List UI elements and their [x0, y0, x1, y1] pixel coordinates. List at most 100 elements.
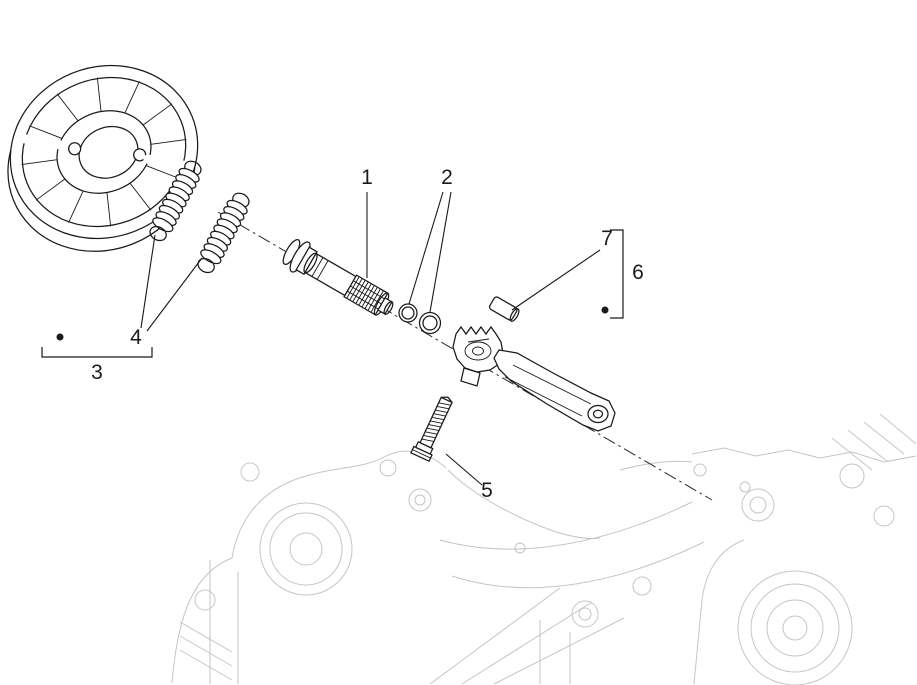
spring-coil: [152, 217, 174, 233]
spring-hook: [197, 257, 215, 274]
oring-inner: [401, 306, 415, 320]
bolt-hole: [873, 505, 895, 527]
bolt-head-line: [412, 449, 431, 459]
shoe-central-opening: [78, 125, 139, 179]
pin-drawing: [488, 296, 520, 322]
return-spring-drawing: [197, 192, 250, 274]
callout-3: 3: [41, 333, 153, 384]
boss-bore-inner: [472, 346, 484, 356]
bolt-tip: [441, 396, 453, 403]
bolt-hole: [749, 496, 767, 514]
callout-5-leader: [445, 453, 483, 486]
callout-6-bracket: [610, 229, 624, 319]
callout-7: 7: [511, 227, 613, 311]
pivot-seat-hole: [68, 142, 82, 156]
lever-lower-edge: [504, 376, 583, 417]
spring-hook: [149, 225, 167, 242]
shoe-gap: [16, 133, 65, 150]
oring-drawing: [398, 303, 442, 335]
bolt-hole: [839, 463, 865, 489]
bolt-threads: [421, 402, 451, 442]
boss-clamp-slot: [467, 338, 490, 343]
bolt-hole: [194, 589, 216, 611]
callout-2-label: 2: [441, 166, 453, 189]
case-ribs: [429, 587, 625, 685]
pin-body: [488, 296, 518, 321]
shoe-gap: [143, 154, 192, 171]
case-edge-mid: [447, 469, 601, 539]
hub-boss: [782, 615, 808, 641]
shoe-lining-band: [21, 76, 187, 228]
cam-spline-knurl: [346, 276, 385, 313]
callout-7-leader: [511, 249, 601, 311]
bolt-hole: [578, 607, 592, 621]
bolt-hole: [408, 488, 432, 512]
callout-4-leader: [140, 234, 156, 329]
lever-end-eye-hole: [592, 409, 604, 419]
case-curve-top: [619, 460, 693, 471]
hub-boss: [737, 570, 853, 685]
case-edge-right: [691, 447, 917, 463]
return-spring-drawing: [149, 160, 202, 242]
bolt-hole: [739, 481, 751, 493]
cam-seat-hole: [133, 148, 147, 162]
spring-coil: [162, 198, 184, 214]
bolt-hole: [514, 542, 526, 554]
callout-4: 4: [130, 234, 203, 349]
callout-3-dot: [56, 333, 64, 341]
cam-shaft-cap: [303, 252, 318, 274]
callout-5-label: 5: [481, 479, 493, 502]
parts-illustration: 1 2 3 4 5 6 7: [7, 64, 713, 502]
clamp-tab: [460, 367, 481, 387]
bolt-hole: [741, 488, 775, 522]
hub-boss: [750, 583, 840, 673]
callout-7-label: 7: [601, 227, 613, 250]
bolt-hole: [571, 600, 599, 628]
case-ribs-left: [179, 621, 233, 681]
lever-end-eye: [587, 404, 609, 424]
cam-steps: [311, 257, 329, 280]
lever-ridge: [512, 364, 592, 405]
bolt-hole: [240, 462, 260, 482]
case-curve: [451, 541, 705, 589]
callout-1: 1: [361, 166, 373, 278]
bolt-shank: [419, 396, 453, 449]
brake-lever-drawing: [452, 325, 616, 432]
callout-6-dot: [601, 306, 609, 314]
lever-serrated-boss: [452, 325, 504, 373]
oring-inner: [422, 315, 438, 331]
cam-tip: [377, 297, 393, 315]
bearing-boss: [289, 532, 323, 566]
callout-2-leader: [429, 191, 452, 313]
bolt-hole: [414, 494, 426, 506]
cooling-fins: [831, 413, 917, 471]
bearing-boss: [269, 512, 343, 586]
callout-3-bracket: [41, 347, 153, 358]
brake-camshaft-drawing: [282, 238, 394, 316]
callout-5: 5: [445, 453, 493, 502]
spring-coil: [175, 174, 197, 189]
callout-2: 2: [408, 166, 453, 313]
clamp-bolt-drawing: [410, 396, 453, 463]
spring-coil: [168, 186, 190, 202]
callout-3-label: 3: [91, 361, 103, 384]
case-verticals: [209, 560, 571, 684]
pin-end-cap: [509, 308, 520, 322]
callout-4-leader: [146, 257, 203, 332]
callout-6-label: 6: [632, 261, 644, 284]
shoe-web-ribs: [21, 77, 187, 227]
engine-case-background-sketch: [171, 413, 917, 685]
case-edge-bottom-right: [693, 539, 745, 685]
callout-6: 6: [601, 229, 644, 319]
case-edge-left: [171, 450, 447, 684]
callout-2-leader: [408, 191, 444, 305]
cam-tip-cap: [383, 301, 394, 315]
spring-coil: [200, 249, 222, 265]
boss-bore: [464, 341, 492, 361]
bolt-hole: [379, 459, 397, 477]
hub-boss: [766, 599, 824, 657]
bolt-hole: [632, 576, 652, 596]
bolt-hole: [693, 463, 707, 477]
